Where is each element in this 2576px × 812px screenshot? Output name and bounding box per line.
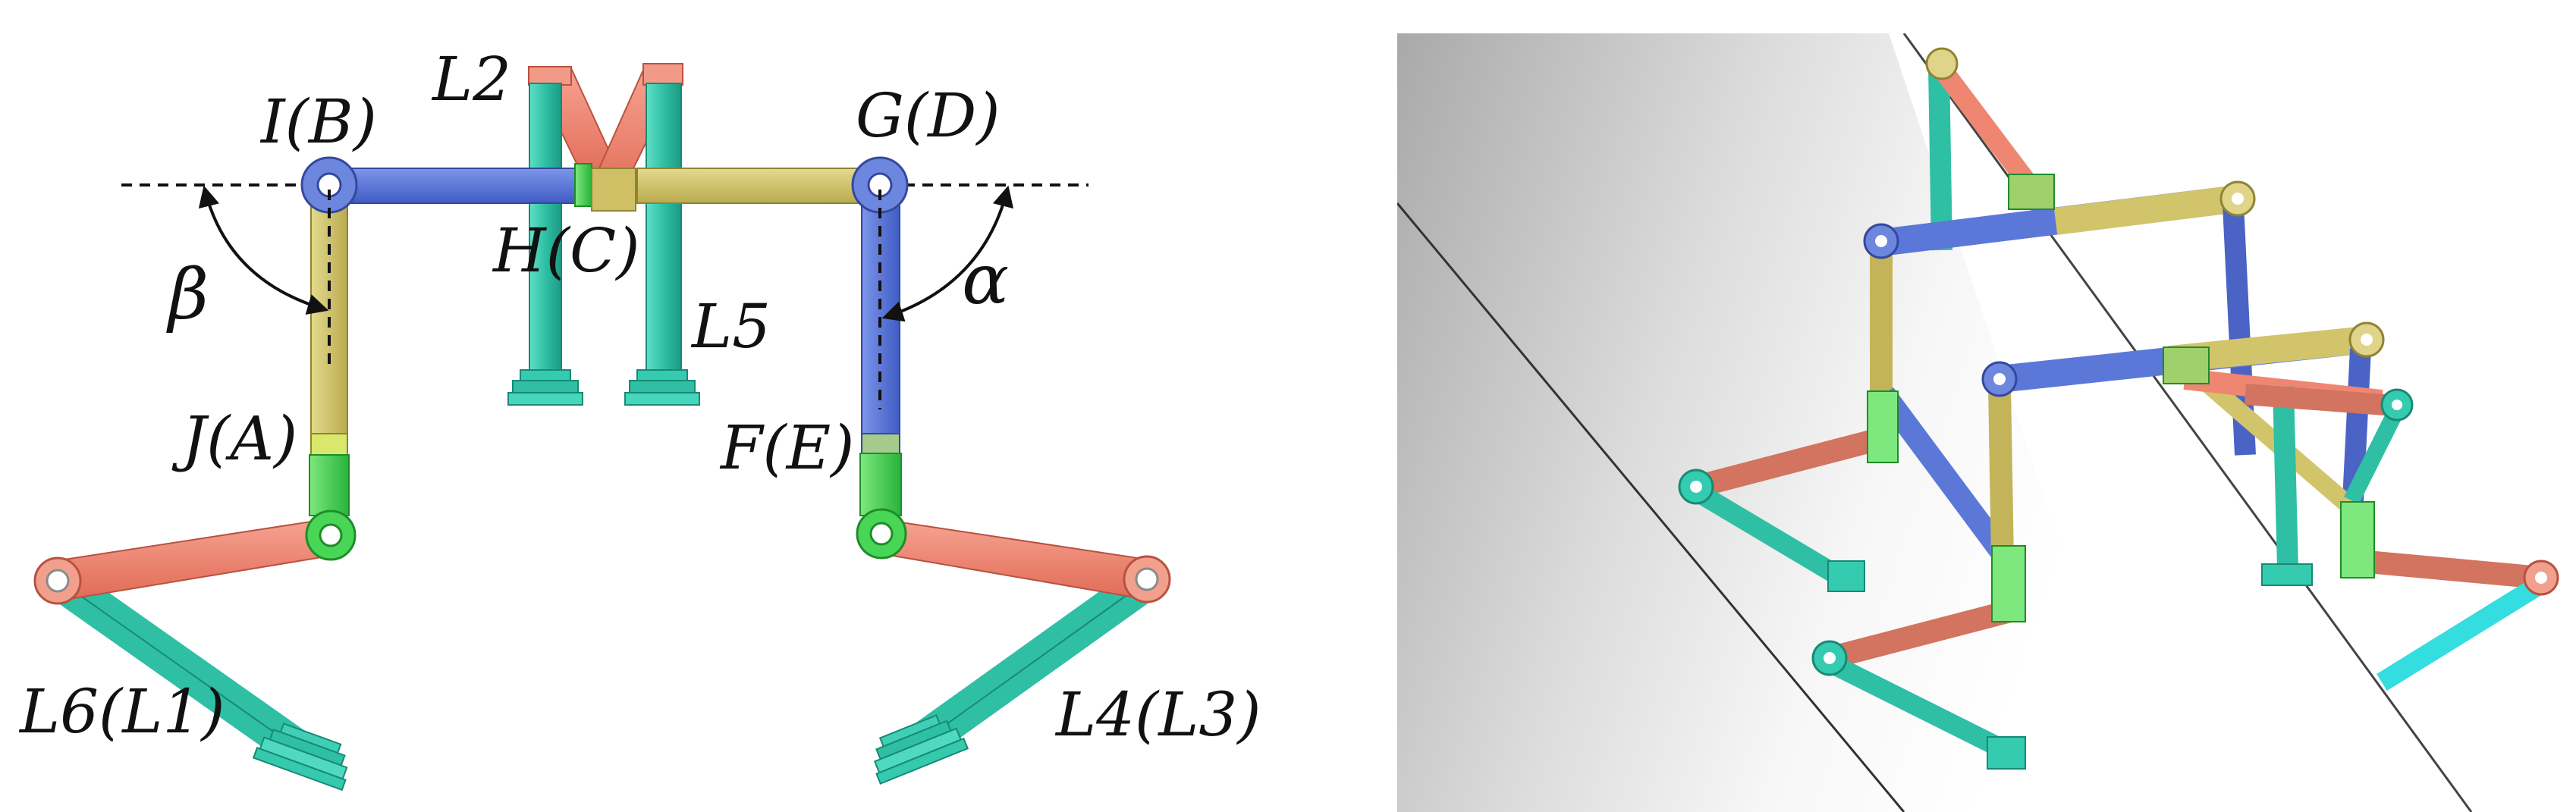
central-linkage (507, 63, 700, 406)
foot-right (873, 714, 969, 785)
label-l2: L2 (431, 44, 511, 114)
label-l4l3: L4(L3) (1054, 679, 1261, 750)
teal-foot-right (624, 369, 700, 406)
wall-edge-upper (1902, 33, 2473, 812)
hc-green-block (574, 163, 592, 207)
label-ib: I(B) (259, 86, 377, 157)
label-alpha: α (962, 239, 1009, 320)
rear-frame (1863, 47, 2256, 560)
salmon-top-cap-left (528, 66, 572, 86)
front-frame (1981, 321, 2385, 586)
blue-top-link (327, 168, 586, 204)
left-lower-leg (33, 509, 357, 792)
right-lower-leg (856, 508, 1171, 785)
green-joint-block-left (309, 454, 350, 516)
label-beta: β (166, 254, 209, 335)
beta-angle-arc (198, 185, 329, 315)
teal-column-right (646, 83, 682, 372)
alpha-angle-arc (881, 185, 1014, 322)
yellow-top-link (636, 168, 882, 204)
foot-left (252, 723, 348, 792)
salmon-top-cap-right (642, 63, 683, 86)
label-hc: H(C) (492, 215, 639, 286)
render-legs (1678, 384, 2559, 770)
isometric-render-view (1397, 33, 2576, 812)
planar-diagram: L2 I(B) G(D) H(C) L5 β α J(A) F(E) L6(L1… (18, 44, 1261, 792)
teal-foot-left (507, 369, 583, 406)
yellow-link-band (310, 433, 348, 457)
salmon-thigh-left (53, 517, 337, 602)
salmon-thigh-right (878, 519, 1159, 602)
label-l5: L5 (690, 291, 771, 362)
label-fe: F(E) (719, 412, 854, 483)
green-joint-block-right (859, 453, 902, 516)
blue-link-band (861, 433, 900, 456)
hc-yellow-block (591, 168, 636, 212)
label-l6l1: L6(L1) (18, 676, 225, 747)
wall-edge-lower (1397, 202, 1905, 812)
label-gd: G(D) (856, 80, 1000, 151)
label-ja: J(A) (171, 403, 297, 474)
